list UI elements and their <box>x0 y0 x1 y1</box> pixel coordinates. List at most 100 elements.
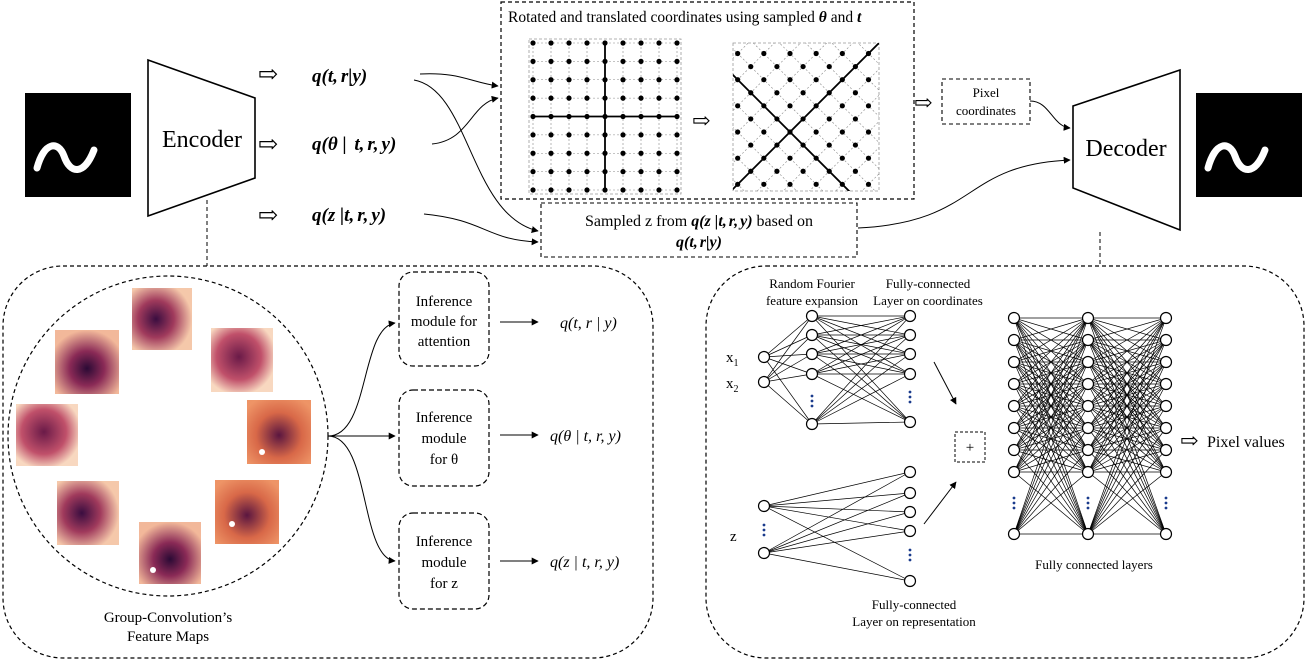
sampled-z-line1: Sampled z from q(z |t,r,y) based on <box>585 213 813 230</box>
rff-node <box>805 328 819 342</box>
grid-a-point <box>620 113 626 120</box>
grid-a-point <box>674 95 680 101</box>
net-edge <box>763 471 911 507</box>
net-edge <box>1087 427 1167 473</box>
grid-a-point <box>548 77 554 83</box>
fc-coord-node <box>903 309 917 323</box>
coordinate-grid-original <box>528 38 682 195</box>
fc-layers-label: Fully connected layers <box>1035 557 1153 572</box>
pixel-coords-line1: Pixel <box>973 85 1000 100</box>
net-edge <box>763 334 813 383</box>
net-edge <box>811 334 911 355</box>
grid-b-point <box>748 90 754 96</box>
fc-layer2-node <box>1081 311 1095 325</box>
grid-a-point <box>620 95 626 101</box>
grid-a-point <box>530 187 536 193</box>
grid-a-point <box>638 132 644 138</box>
pixel-values-label: Pixel values <box>1207 434 1285 451</box>
grid-b-point <box>855 43 856 44</box>
net-edge <box>1013 405 1089 473</box>
net-edge <box>1087 361 1167 473</box>
net-edge <box>811 373 911 423</box>
fc-layer2-node <box>1081 465 1095 479</box>
module-theta-output: q(θ | t, r, y) <box>550 428 621 445</box>
ellipsis-dot <box>1164 496 1168 500</box>
net-edge <box>811 353 911 423</box>
net-edge <box>1013 317 1089 535</box>
grid-a-point <box>530 77 536 83</box>
net-edge <box>1087 383 1167 535</box>
ellipsis-dot <box>908 558 912 562</box>
net-edge <box>1013 361 1089 535</box>
net-edge <box>1013 317 1089 407</box>
fc-layer3-node <box>1159 333 1173 347</box>
grid-b-point <box>852 116 859 122</box>
ellipsis-dot <box>1086 501 1090 505</box>
grid-b-point <box>800 63 806 70</box>
net-edge <box>763 315 813 358</box>
grid-b-point <box>828 43 830 44</box>
net-edge <box>1087 471 1167 535</box>
grid-a-point <box>584 169 590 175</box>
grid-b-point <box>813 77 819 83</box>
grid-b-point <box>800 116 806 122</box>
grid-a-point <box>602 169 608 175</box>
grid-a-point <box>638 169 644 175</box>
fc-coord-node <box>903 347 917 361</box>
arrow-glyph-3: ⇨ <box>258 203 278 229</box>
grid-b-point <box>813 181 819 187</box>
fc-layer2-node <box>1081 355 1095 369</box>
feature-map-4 <box>16 404 78 466</box>
net-edge <box>1013 339 1089 473</box>
grid-a-point <box>566 150 572 156</box>
net-edge <box>1087 317 1167 385</box>
fc-layer3-node <box>1159 421 1173 435</box>
input-node <box>757 350 771 364</box>
fc-layer2-node <box>1081 377 1095 391</box>
grid-b-point <box>787 77 793 83</box>
net-edge <box>763 373 813 383</box>
grid-b-point <box>865 50 872 57</box>
grid-a-point <box>530 58 536 64</box>
grid-a-point <box>656 169 662 175</box>
feature-map-3 <box>211 328 273 392</box>
grid-a-point <box>602 40 608 46</box>
net-edge <box>811 315 911 355</box>
plus-box <box>954 431 986 463</box>
grid-b-point <box>787 50 793 57</box>
fc-layer2-node <box>1081 399 1095 413</box>
grid-b-point <box>878 92 879 94</box>
grid-a-point <box>548 58 554 64</box>
grid-b-point <box>813 129 819 135</box>
net-edge <box>1013 317 1089 341</box>
net-edge <box>811 315 911 375</box>
posterior-q-tr: q(t,r|y) <box>312 66 367 87</box>
plus-label: + <box>966 440 974 456</box>
input-image <box>25 93 131 197</box>
net-edge <box>1087 339 1167 535</box>
grid-b-point <box>865 103 872 109</box>
arrow-glyph-grid: ⇨ <box>692 108 710 133</box>
grid-b-point <box>813 155 819 161</box>
grid-b-point <box>774 142 780 148</box>
grid-a-point <box>530 150 536 156</box>
net-edge <box>811 315 911 423</box>
grid-b-point <box>761 155 767 161</box>
grid-a-point <box>548 40 554 46</box>
net-edge <box>1087 427 1167 535</box>
grid-b-point <box>839 181 845 187</box>
grid-a-point <box>566 187 572 193</box>
net-edge <box>811 334 911 425</box>
grid-b-point <box>878 118 879 120</box>
net-edge <box>1013 383 1089 473</box>
net-edge <box>1013 405 1089 535</box>
grid-a-point <box>638 187 644 193</box>
grid-a-point <box>566 77 572 83</box>
grid-a-point <box>566 169 572 175</box>
decoder-block <box>1072 68 1181 232</box>
ellipsis-dot <box>1086 506 1090 510</box>
module-attention-box <box>398 271 490 367</box>
grid-b-point <box>865 129 872 135</box>
grid-a-point <box>584 132 590 138</box>
net-edge <box>1087 339 1167 473</box>
